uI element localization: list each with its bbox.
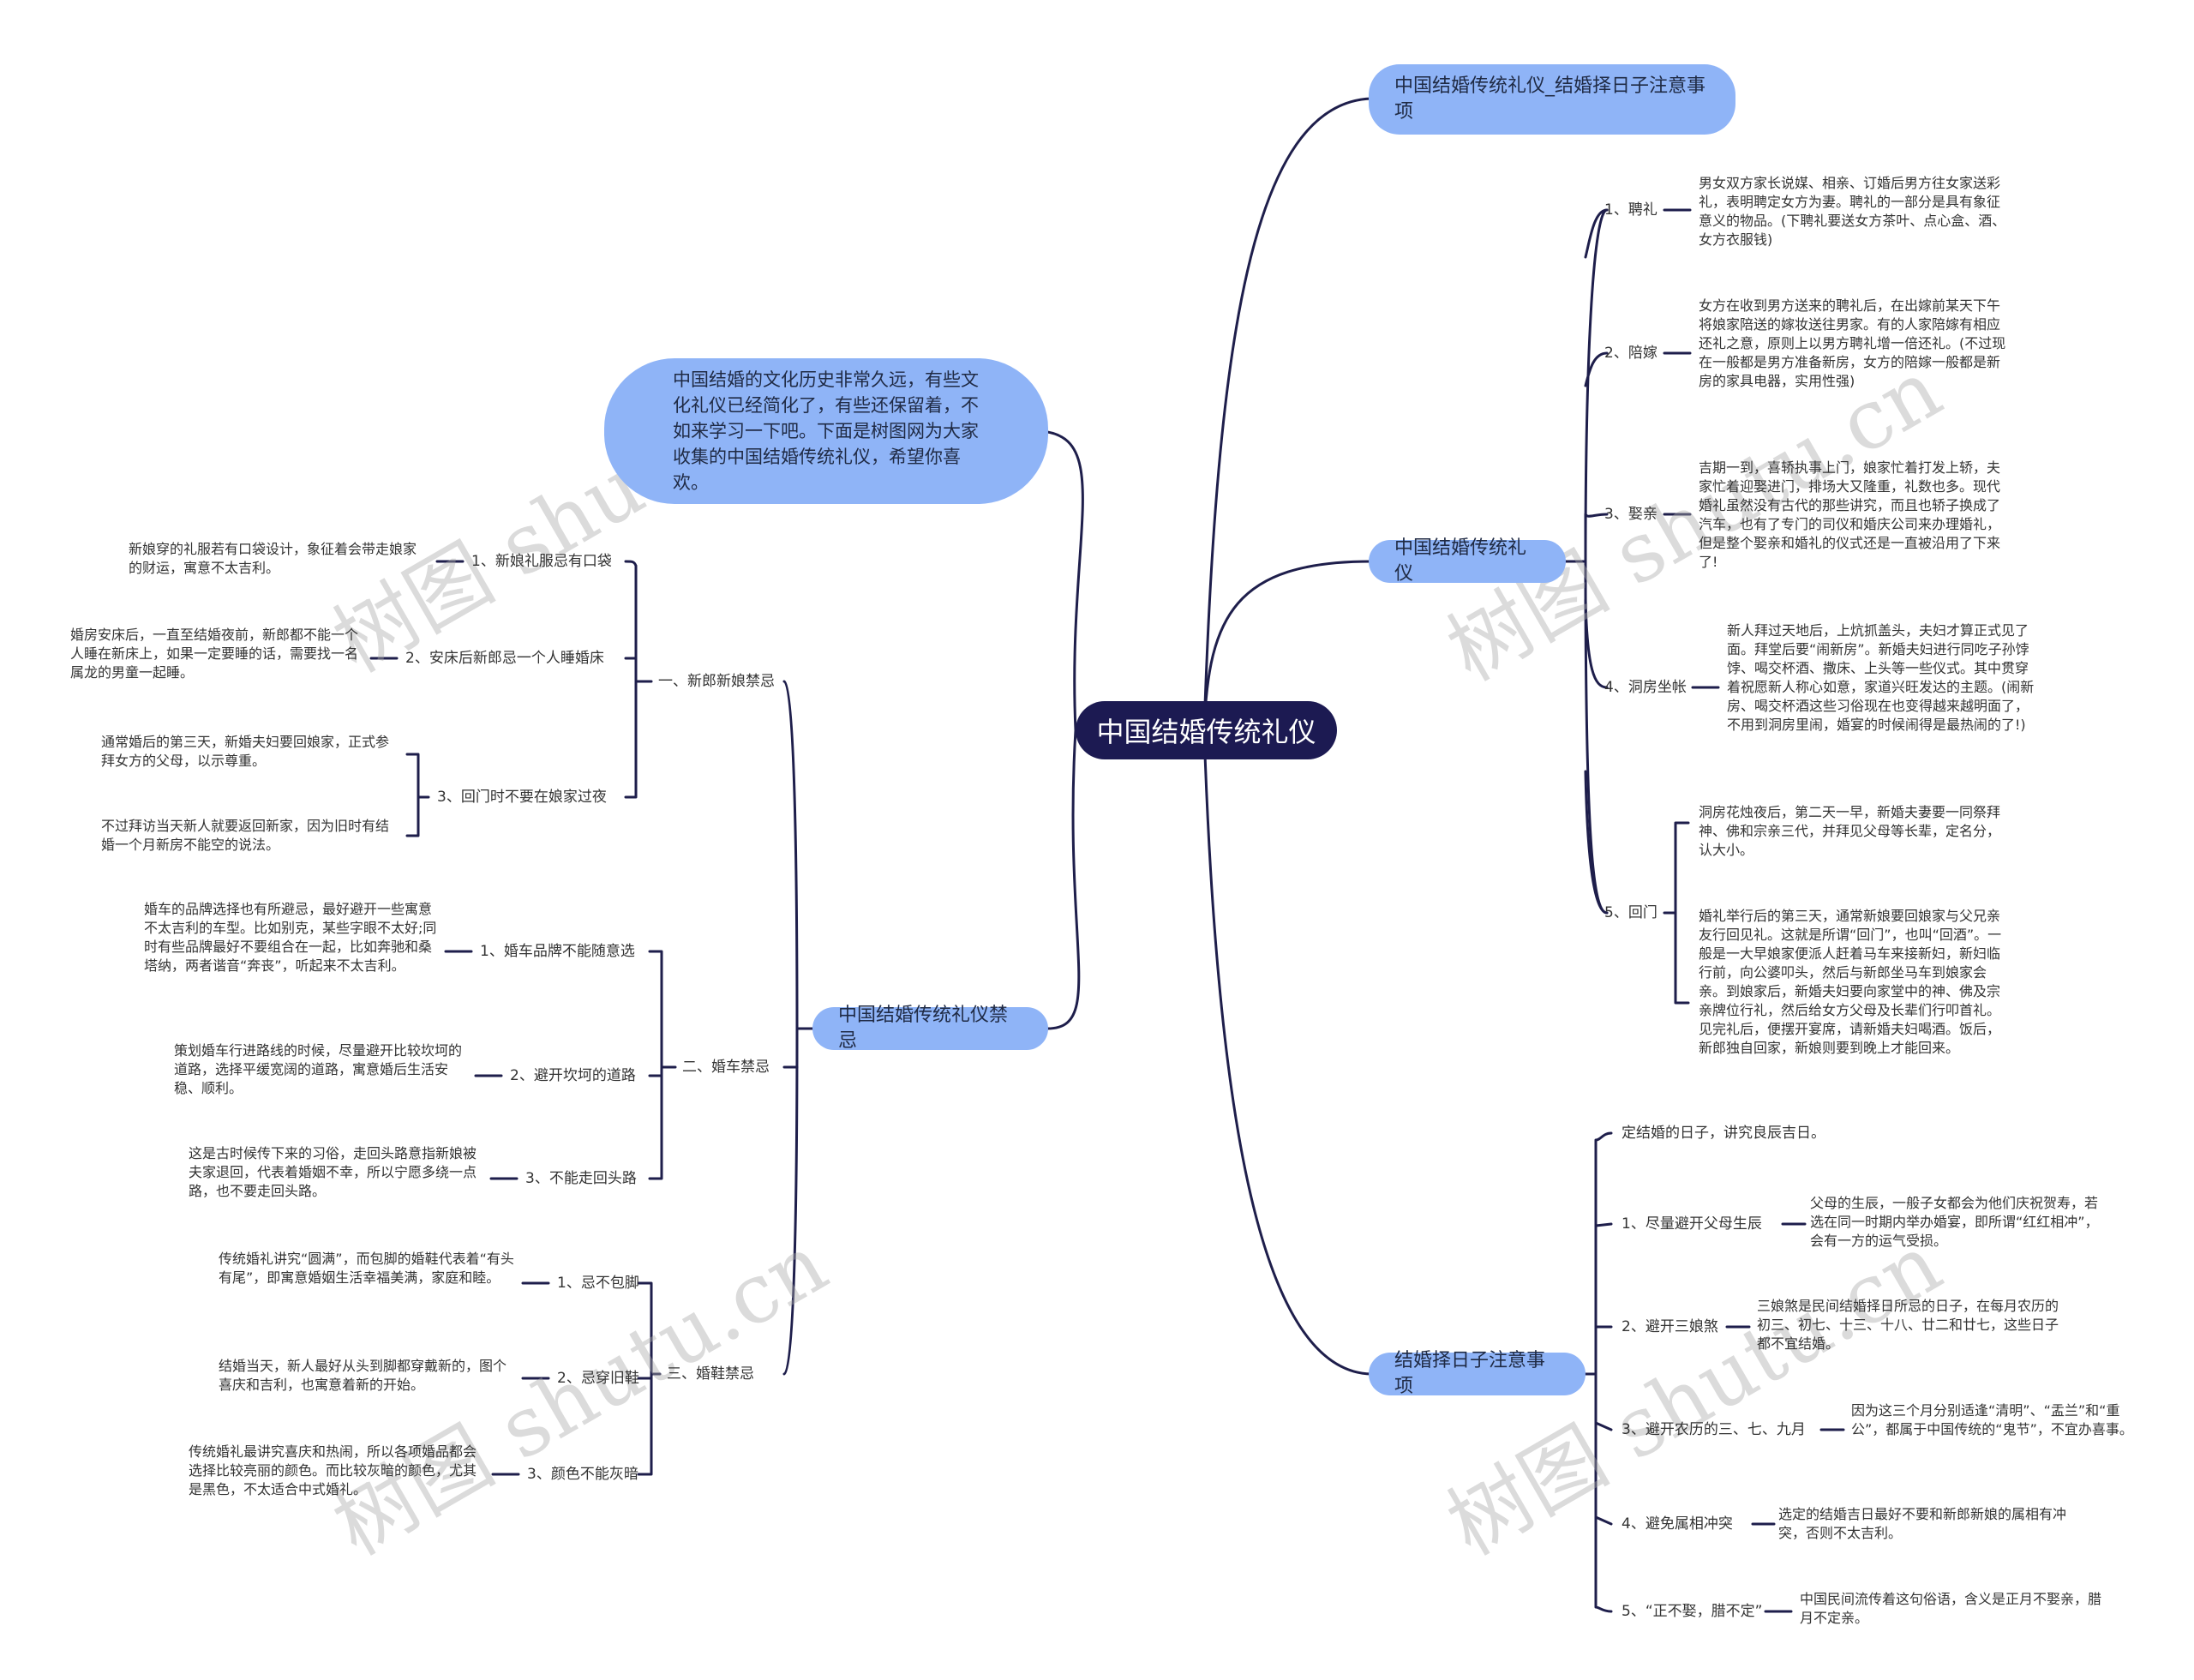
intro-node[interactable]: 中国结婚的文化历史非常久远，有些文化礼仪已经简化了，有些还保留着，不如来学习一下… [604, 358, 1048, 504]
etiquette-item-label[interactable]: 5、回门 [1604, 904, 1657, 921]
link-dates-1 [1594, 1222, 1613, 1227]
link-etq-5-tick [1663, 821, 1690, 1005]
taboo-item-label[interactable]: 3、不能走回头路 [525, 1170, 637, 1187]
dates-item-label[interactable]: 1、尽量避开父母生辰 [1622, 1215, 1762, 1233]
dates-item-label[interactable]: 2、避开三娘煞 [1622, 1318, 1718, 1335]
link-taboo-bracket [782, 680, 814, 1376]
etiquette-item-label[interactable]: 1、聘礼 [1604, 201, 1657, 219]
branch-dates-node[interactable]: 结婚择日子注意事项 [1369, 1350, 1586, 1397]
link-etq-4 [1584, 598, 1609, 689]
etiquette-item-label[interactable]: 2、陪嫁 [1604, 345, 1657, 362]
link-etq-2 [1584, 351, 1609, 387]
etiquette-item-text: 女方在收到男方送来的聘礼后，在出嫁前某天下午将娘家陪送的嫁妆送往男家。有的人家陪… [1699, 297, 2006, 389]
link-root-intro [1040, 429, 1084, 732]
dates-item-text: 选定的结婚吉日最好不要和新郎新娘的属相有冲突，否则不太吉利。 [1778, 1506, 2067, 1541]
link-g1-bracket [624, 560, 653, 799]
etiquette-item-text: 婚礼举行后的第三天，通常新娘要回娘家与父兄亲友行回见礼。这就是所谓“回门”，也叫… [1699, 908, 2002, 1056]
etiquette-item-text: 男女双方家长说媒、相亲、订婚后男方往女家送彩礼，表明聘定女方为妻。聘礼的一部分是… [1699, 175, 2006, 248]
taboo-item-text: 新娘穿的礼服若有口袋设计，象征着会带走娘家的财运，寓意不太吉利。 [129, 541, 417, 576]
taboo-item-text: 传统婚礼讲究“圆满”，而包脚的婚鞋代表着“有头有尾”，即寓意婚姻生活幸福美满，家… [219, 1251, 514, 1286]
taboo-item-label[interactable]: 1、忌不包脚 [557, 1275, 639, 1292]
etiquette-item-text: 吉期一到，喜轿执事上门，娘家忙着打发上轿，夫家忙着迎娶进门，排场大又隆重，礼数也… [1699, 459, 2001, 570]
dates-item-text: 中国民间流传着这句俗语，含义是正月不娶亲，腊月不定亲。 [1800, 1591, 2102, 1626]
branch-title-node[interactable]: 中国结婚传统礼仪_结婚择日子注意事项 [1369, 64, 1735, 135]
taboo-item-label[interactable]: 1、婚车品牌不能随意选 [480, 943, 635, 960]
taboo-item-text: 不过拜访当天新人就要返回新家，因为旧时有结婚一个月新房不能空的说法。 [101, 818, 390, 853]
link-g1-3 [405, 753, 430, 837]
taboo-item-label[interactable]: 3、颜色不能灰暗 [527, 1466, 638, 1483]
dates-lead[interactable]: 定结婚的日子，讲究良辰吉日。 [1622, 1125, 1825, 1142]
dates-item-label[interactable]: 4、避免属相冲突 [1622, 1515, 1733, 1533]
etiquette-item-text: 洞房花烛夜后，第二天一早，新婚夫妻要一同祭拜神、佛和宗亲三代，并拜见父母等长辈，… [1699, 804, 2001, 858]
dates-item-text: 因为这三个月分别适逢“清明”、“盂兰”和“重公”，都属于中国传统的“鬼节”，不宜… [1851, 1402, 2133, 1437]
taboo-item-text: 通常婚后的第三天，新婚夫妇要回娘家，正式参拜女方的父母，以示尊重。 [101, 734, 390, 769]
link-dates-4 [1594, 1515, 1613, 1526]
taboo-item-text: 婚车的品牌选择也有所避忌，最好避开一些寓意不太吉利的车型。比如别克，某些字眼不太… [144, 901, 437, 974]
taboo-item-text: 传统婚礼最讲究喜庆和热闹，所以各项婚品都会选择比较亮丽的颜色。而比较灰暗的颜色，… [189, 1443, 477, 1497]
root-node[interactable]: 中国结婚传统礼仪 [1076, 701, 1337, 759]
dates-item-label[interactable]: 3、避开农历的三、七、九月 [1622, 1421, 1806, 1438]
taboo-item-label[interactable]: 3、回门时不要在娘家过夜 [437, 789, 607, 806]
taboo-item-text: 策划婚车行进路线的时候，尽量避开比较坎坷的道路，选择平缓宽阔的道路，寓意婚后生活… [174, 1042, 463, 1096]
taboo-item-text: 婚房安床后，一直至结婚夜前，新郎都不能一个人睡在新床上，如果一定要睡的话，需要找… [70, 627, 359, 681]
link-dates-3 [1594, 1421, 1613, 1431]
branch-etiquette-node[interactable]: 中国结婚传统礼仪 [1369, 537, 1566, 585]
branch-taboos-node[interactable]: 中国结婚传统礼仪禁忌 [812, 1005, 1048, 1052]
link-etq-1 [1584, 208, 1609, 259]
link-g2-bracket [648, 950, 677, 1180]
etiquette-item-text: 新人拜过天地后，上炕抓盖头，夫妇才算正式见了面。拜堂后要“闹新房”。新婚夫妇进行… [1727, 622, 2035, 733]
link-root-dates [1202, 729, 1373, 1376]
taboo-group-label[interactable]: 三、婚鞋禁忌 [667, 1365, 754, 1383]
taboo-item-label[interactable]: 2、安床后新郎忌一个人睡婚床 [405, 650, 604, 667]
link-root-title [1202, 97, 1373, 732]
link-g3-bracket [637, 1281, 662, 1476]
etiquette-item-label[interactable]: 3、娶亲 [1604, 506, 1657, 523]
link-root-etiquette [1202, 560, 1373, 732]
link-etq-5 [1584, 770, 1609, 915]
taboo-item-text: 这是古时候传下来的习俗，走回头路意指新娘被夫家退回，代表着婚姻不幸，所以宁愿多绕… [189, 1145, 477, 1199]
link-etq-3 [1584, 513, 1609, 559]
taboo-item-label[interactable]: 2、忌穿旧鞋 [557, 1370, 639, 1387]
dates-item-label[interactable]: 5、“正不娶，腊不定” [1622, 1603, 1763, 1620]
taboo-item-label[interactable]: 1、新娘礼服忌有口袋 [471, 553, 612, 570]
taboo-item-text: 结婚当天，新人最好从头到脚都穿戴新的，图个喜庆和吉利，也寓意着新的开始。 [219, 1358, 507, 1393]
dates-item-text: 三娘煞是民间结婚择日所忌的日子，在每月农历的初三、初七、十三、十八、廿二和廿七，… [1757, 1298, 2059, 1352]
taboo-group-label[interactable]: 一、新郎新娘禁忌 [658, 673, 775, 690]
taboo-item-label[interactable]: 2、避开坎坷的道路 [510, 1067, 636, 1084]
taboo-group-label[interactable]: 二、婚车禁忌 [682, 1059, 770, 1076]
link-root-taboos [1046, 729, 1081, 1030]
link-dates-bracket [1584, 1131, 1613, 1613]
etiquette-item-label[interactable]: 4、洞房坐帐 [1604, 679, 1687, 696]
dates-item-text: 父母的生辰，一般子女都会为他们庆祝贺寿，若选在同一时期内举办婚宴，即所谓“红红相… [1810, 1195, 2099, 1249]
